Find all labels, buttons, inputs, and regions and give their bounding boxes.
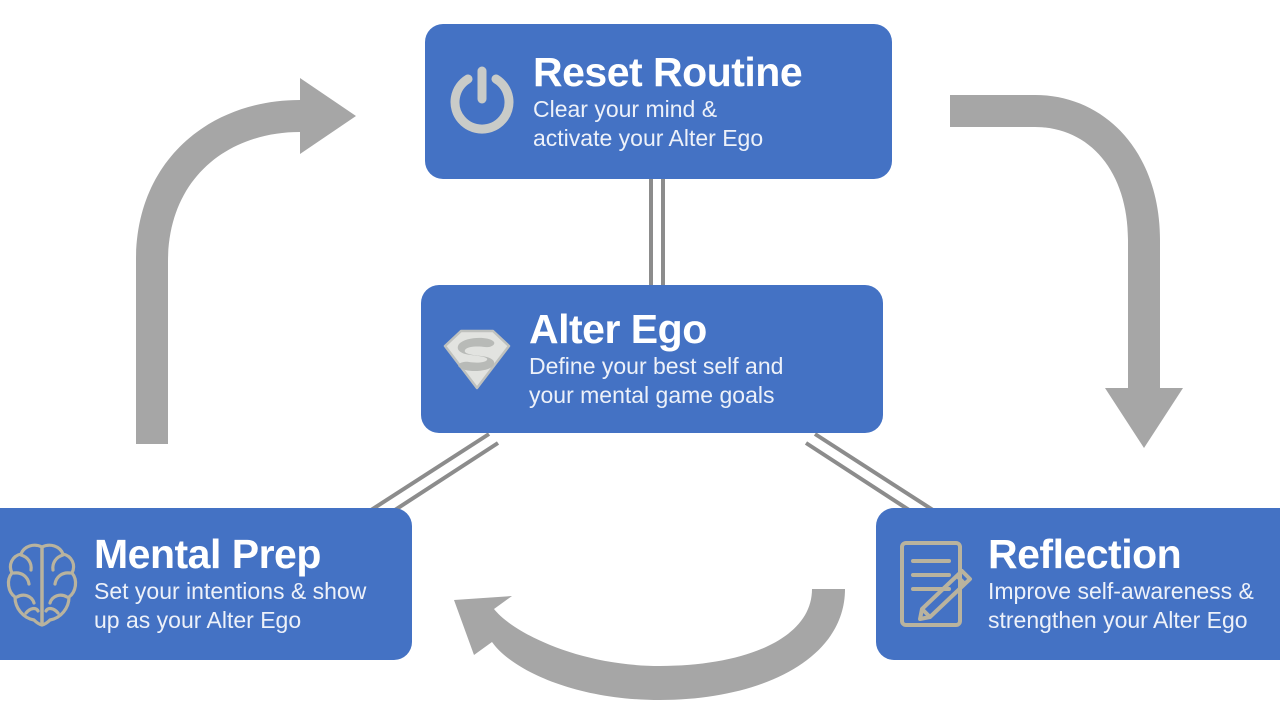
card-title: Reset Routine (533, 48, 803, 95)
card-text-block: Reset Routine Clear your mind & activate… (533, 48, 803, 153)
card-text-block: Mental Prep Set your intentions & show u… (94, 531, 366, 635)
power-icon (447, 66, 517, 138)
card-description: Define your best self and your mental ga… (529, 353, 784, 408)
arrow-reset-to-reflection (950, 95, 1183, 448)
card-description: Improve self-awareness & strengthen your… (988, 578, 1254, 633)
node-card-reset-routine[interactable]: Reset Routine Clear your mind & activate… (425, 24, 892, 179)
brain-icon (4, 539, 80, 629)
card-title: Mental Prep (94, 531, 321, 577)
card-text-block: Alter Ego Define your best self and your… (529, 306, 783, 410)
arrow-mental-to-reset (136, 78, 356, 444)
node-card-alter-ego[interactable]: Alter Ego Define your best self and your… (421, 285, 883, 433)
notepad-pencil-icon (894, 537, 974, 631)
connector-reset-alter (649, 178, 665, 287)
card-title: Alter Ego (529, 306, 707, 352)
card-text-block: Reflection Improve self-awareness & stre… (988, 531, 1254, 635)
arrow-reflection-to-mental (454, 589, 845, 700)
card-title: Reflection (988, 531, 1182, 577)
node-card-mental-prep[interactable]: Mental Prep Set your intentions & show u… (0, 508, 412, 660)
superhero-shield-icon (439, 322, 515, 396)
card-description: Clear your mind & activate your Alter Eg… (533, 95, 764, 151)
card-description: Set your intentions & show up as your Al… (94, 578, 367, 633)
node-card-reflection[interactable]: Reflection Improve self-awareness & stre… (876, 508, 1280, 660)
